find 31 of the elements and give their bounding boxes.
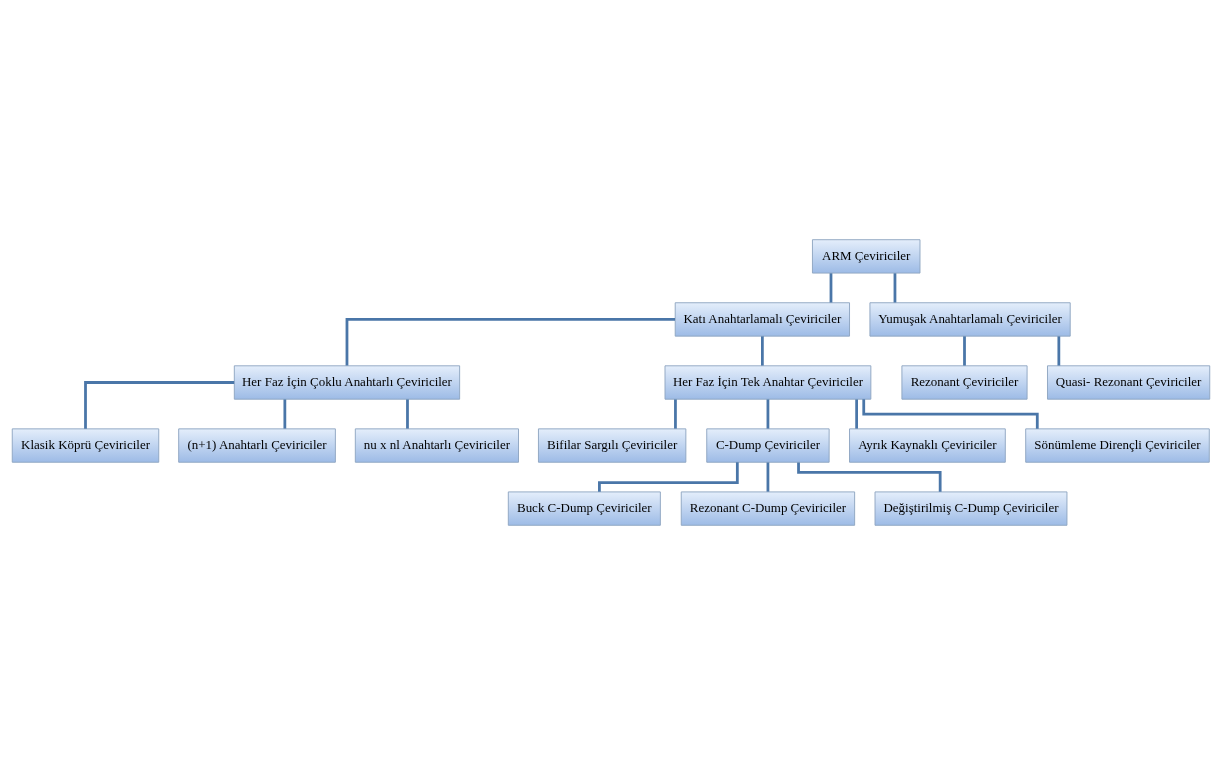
node-box: Katı Anahtarlamalı Çeviriciler [674, 302, 850, 337]
connector [761, 336, 764, 366]
connector [283, 399, 287, 429]
node-box: Rezonant C-Dump Çeviriciler [680, 491, 856, 526]
node-box: Her Faz İçin Tek Anahtar Çeviriciler [664, 365, 872, 400]
connector [766, 462, 770, 492]
node-box: Quasi- Rezonant Çeviriciler [1047, 365, 1211, 400]
connector [963, 336, 966, 366]
node-box: Klasik Köprü Çeviriciler [11, 428, 160, 463]
node-box: Bifilar Sargılı Çeviriciler [538, 428, 687, 463]
node-box: Yumuşak Anahtarlamalı Çeviriciler [869, 302, 1071, 337]
node-box: Her Faz İçin Çoklu Anahtarlı Çeviriciler [233, 365, 461, 400]
connector [893, 273, 897, 303]
connector [406, 399, 409, 429]
node-box: Rezonant Çeviriciler [901, 365, 1028, 400]
connector [84, 381, 235, 429]
connector [829, 273, 833, 303]
connector [674, 399, 677, 429]
node-box: (n+1) Anahtarlı Çeviriciler [178, 428, 336, 463]
connector [855, 399, 859, 429]
connector [766, 399, 770, 429]
node-box: nu x nl Anahtarlı Çeviriciler [354, 428, 519, 463]
node-box: ARM Çeviriciler [811, 239, 921, 274]
connector [1057, 336, 1061, 366]
node-box: Sönümleme Dirençli Çeviriciler [1025, 428, 1210, 463]
node-box: Buck C-Dump Çeviriciler [507, 491, 661, 526]
node-box: C-Dump Çeviriciler [706, 428, 830, 463]
connector [345, 318, 676, 366]
node-box: Ayrık Kaynaklı Çeviriciler [849, 428, 1006, 463]
node-box: Değiştirilmiş C-Dump Çeviriciler [874, 491, 1068, 526]
connector [862, 399, 1039, 429]
